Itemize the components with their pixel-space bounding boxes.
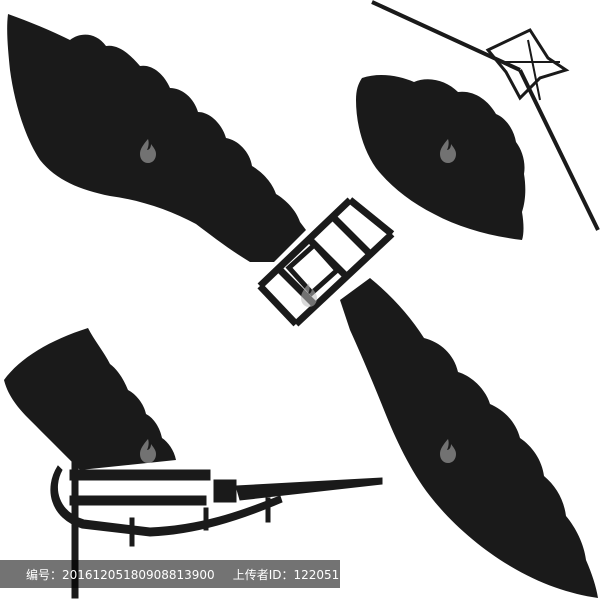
flame-logo-icon [140,439,156,463]
watermark-caption-bar: 编号：20161205180908813900 上传者ID：1220512 [0,560,347,588]
frame-hub [285,241,341,297]
rigging-rod [371,0,600,231]
flame-logo-icon [440,139,456,163]
flame-logo-icon [301,283,317,307]
wing-highlights [55,179,491,577]
flame-logo-icon [140,139,156,163]
small-wing-lower-left [4,328,176,470]
wing-left-lobe [7,14,307,262]
watermark-id-text: 编号：20161205180908813900 [26,567,215,582]
wing-right-lobe [340,278,598,598]
flame-logo-icon [440,439,456,463]
lower-mechanism [50,451,383,599]
watermark-uploader-text: 上传者ID：1220512 [232,567,347,582]
